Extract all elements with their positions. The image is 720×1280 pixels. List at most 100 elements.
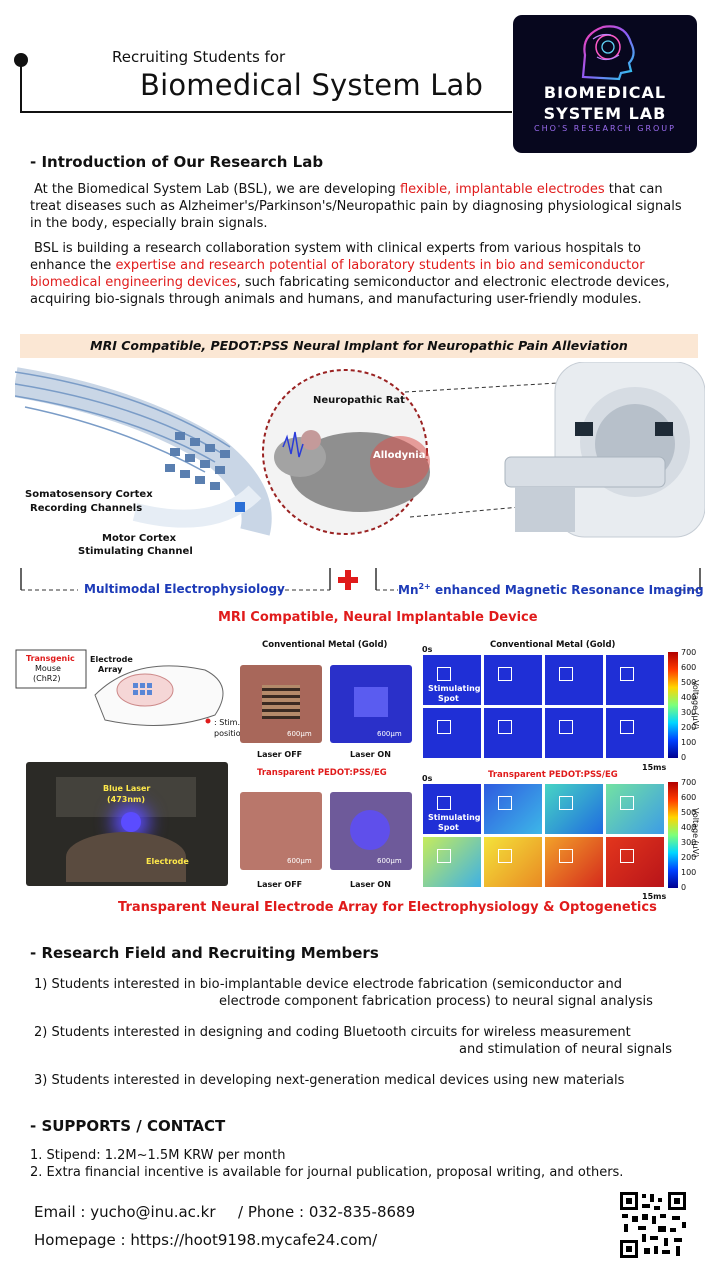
contact-homepage[interactable]: Homepage : https://hoot9198.mycafe24.com… (34, 1231, 378, 1249)
intro-p1-highlight: flexible, implantable electrodes (399, 182, 605, 197)
colorbar-1 (668, 652, 678, 758)
gold-laser-on-photo (330, 665, 412, 743)
colorbar-tick-label: 700 (681, 778, 697, 787)
colorbar-tick-label: 600 (681, 793, 697, 802)
intro-p1-text-a: At the Biomedical System Lab (BSL), we a… (34, 182, 400, 197)
header-line-horizontal (20, 111, 512, 113)
mri-caption-post: enhanced Magnetic Resonance Imaging (430, 583, 704, 597)
research-item-2-line-1: 2) Students interested in designing and … (34, 1025, 631, 1040)
pedot-map-tile (423, 784, 481, 834)
laser-off-label-1: Laser OFF (257, 750, 303, 759)
mri-caption-sup: 2+ (418, 582, 431, 591)
header-subtitle: Recruiting Students for (112, 48, 286, 66)
somatosensory-label-1: Somatosensory Cortex (25, 489, 153, 500)
stim-spot-label-2b: Spot (438, 823, 459, 832)
time-15-label-2: 15ms (642, 892, 667, 901)
research-heading: - Research Field and Recruiting Members (30, 944, 379, 962)
allodynia-label: Allodynia (373, 450, 426, 461)
colorbar-tick-label: 300 (681, 838, 697, 847)
supports-line-2: 2. Extra financial incentive is availabl… (30, 1165, 624, 1180)
mouse-diagram (15, 649, 224, 726)
blue-laser-label-2: (473nm) (107, 795, 146, 804)
time-15-label-1: 15ms (642, 763, 667, 772)
colorbar-tick-label: 400 (681, 693, 697, 702)
gold-map-tile (606, 655, 664, 705)
logo-line-3: CHO'S RESEARCH GROUP (534, 124, 676, 133)
pedot-map-tile (545, 784, 603, 834)
colorbar-tick-label: 400 (681, 823, 697, 832)
intro-heading: - Introduction of Our Research Lab (30, 153, 324, 171)
research-item-2-line-2: and stimulation of neural signals (459, 1042, 673, 1057)
colorbar-2-label: Voltage (μV) (691, 808, 700, 858)
colorbar-tick-label: 0 (681, 753, 687, 762)
conv-metal-label-maps: Conventional Metal (Gold) (490, 640, 616, 650)
caption-brackets (20, 568, 701, 591)
figure1-title: MRI Compatible, Neural Implantable Devic… (218, 610, 538, 625)
blue-laser-label-1: Blue Laser (103, 784, 151, 793)
research-item-1-line-1: 1) Students interested in bio-implantabl… (34, 977, 623, 992)
research-item-3: 3) Students interested in developing nex… (34, 1073, 625, 1088)
colorbar-tick-label: 700 (681, 648, 697, 657)
research-item-1-line-2: electrode component fabrication process)… (219, 994, 653, 1009)
neuropathic-rat-icon (262, 369, 430, 535)
gold-map-tile (606, 708, 664, 758)
logo-line-2: SYSTEM LAB (543, 104, 667, 123)
intro-p2-text-a: BSL is building a research collaboration… (30, 241, 641, 273)
gold-laser-off-photo (240, 665, 322, 743)
neuropathic-rat-label: Neuropathic Rat (313, 395, 405, 406)
stim-spot-label-2a: Stimulating (428, 813, 481, 822)
motor-cortex-label-1: Motor Cortex (102, 533, 177, 544)
scale-bar-2: 600μm (377, 730, 402, 738)
colorbar-tick-label: 100 (681, 868, 697, 877)
stim-spot-label-1b: Spot (438, 694, 459, 703)
gold-map-tile (545, 655, 603, 705)
pedot-map-tile (606, 837, 664, 887)
mouse-label: Mouse (35, 664, 61, 673)
colorbar-tick-label: 0 (681, 883, 687, 892)
time-0-label-2: 0s (422, 774, 433, 783)
intro-paragraph-2: BSL is building a research collaboration… (30, 240, 690, 308)
supports-heading: - SUPPORTS / CONTACT (30, 1117, 226, 1135)
contact-email[interactable]: Email : yucho@inu.ac.kr (34, 1203, 216, 1221)
gold-map-tile (484, 708, 542, 758)
contact-phone[interactable]: / Phone : 032-835-8689 (238, 1203, 416, 1221)
pedot-map-tile (423, 837, 481, 887)
multimodal-caption: Multimodal Electrophysiology (84, 582, 285, 596)
electrode-photo-label: Electrode (146, 857, 189, 866)
qr-code-icon[interactable] (618, 1190, 688, 1260)
lab-logo: BIOMEDICAL SYSTEM LAB CHO'S RESEARCH GRO… (513, 15, 697, 153)
pedot-laser-off-photo (240, 792, 322, 870)
brain-head-icon (581, 25, 635, 81)
transparent-label-photos: Transparent PEDOT:PSS/EG (257, 768, 387, 778)
intro-p2-text-c: , such fabricating semiconductor and ele… (30, 275, 670, 307)
gold-map-tile (484, 655, 542, 705)
colorbar-1-label: Voltage (μV) (691, 680, 700, 730)
intro-p2-highlight: expertise and research potential of labo… (30, 258, 645, 290)
electrode-array-label-2: Array (98, 665, 123, 674)
laser-on-label-1: Laser ON (350, 750, 391, 759)
figure1-illustration (15, 362, 705, 538)
chr2-label: (ChR2) (33, 674, 61, 683)
colorbar-tick-label: 600 (681, 663, 697, 672)
stim-spot-label-1a: Stimulating (428, 684, 481, 693)
colorbar-2 (668, 782, 678, 888)
intro-paragraph-1: At the Biomedical System Lab (BSL), we a… (30, 181, 690, 232)
motor-cortex-label-2: Stimulating Channel (78, 546, 193, 557)
mri-caption-pre: Mn (398, 583, 419, 597)
laser-on-label-2: Laser ON (350, 880, 391, 889)
gold-map-tile (545, 708, 603, 758)
electrode-array-icon (15, 367, 272, 536)
pedot-map-tile (606, 784, 664, 834)
time-0-label-1: 0s (422, 645, 433, 654)
stim-position-label-1: : Stim. (214, 718, 241, 727)
colorbar-tick-label: 200 (681, 723, 697, 732)
scale-bar-3: 600μm (287, 857, 312, 865)
mri-scanner-icon (504, 362, 705, 538)
electrode-array-label-1: Electrode (90, 655, 133, 664)
laser-setup-photo (26, 762, 228, 886)
pedot-map-tile (484, 784, 542, 834)
page-title: Biomedical System Lab (140, 68, 484, 102)
intro-p1-text-c: that can treat diseases such as Alzheime… (30, 182, 682, 231)
